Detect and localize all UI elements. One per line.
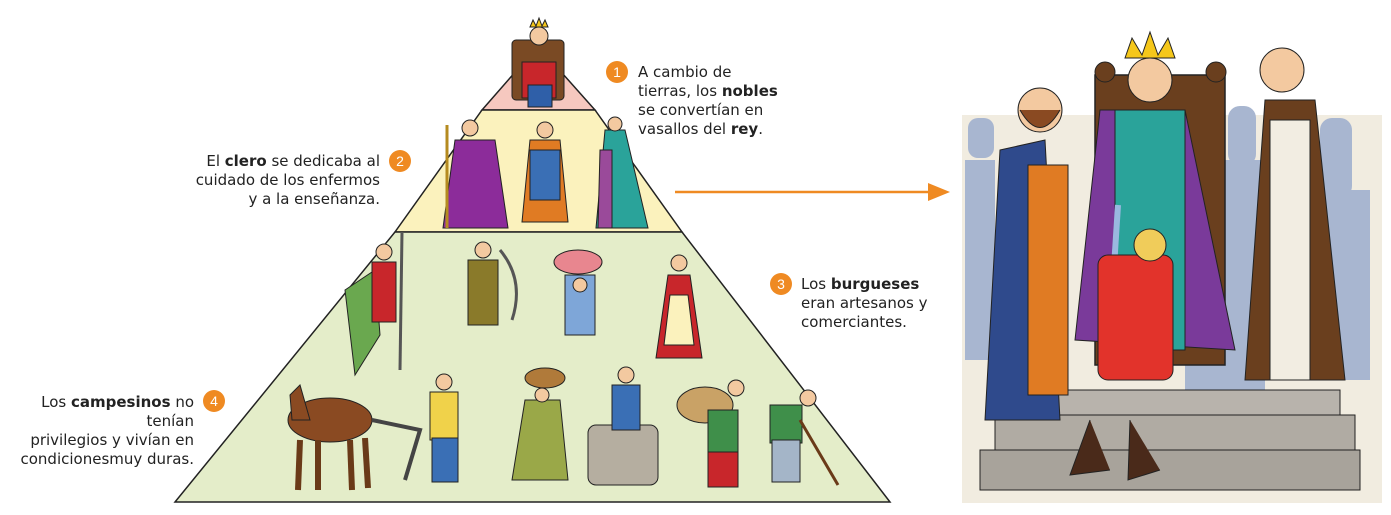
basket-woman-figure: [511, 367, 569, 481]
badge-4: 4: [203, 390, 225, 412]
plough-figure: [371, 418, 423, 481]
badge-2: 2: [389, 150, 411, 172]
connector-arrow: [675, 183, 950, 201]
sack-carrier-figure: [676, 379, 745, 488]
lady-figure: [595, 116, 649, 229]
reaper-figure: [467, 241, 518, 326]
townswoman-figure: [655, 254, 703, 359]
soldier-figure: [344, 231, 404, 377]
merchant-figure: [553, 249, 603, 336]
bishop-figure: [442, 119, 509, 229]
badge-1: 1: [606, 61, 628, 83]
hoer-figure: [769, 389, 840, 486]
badge-3: 3: [770, 273, 792, 295]
king-figure: [511, 16, 565, 108]
noble-figure: [521, 121, 569, 223]
ploughman-figure: [429, 373, 459, 483]
stonemason-figure: [587, 366, 659, 486]
vassalage-illustration: [962, 30, 1382, 503]
